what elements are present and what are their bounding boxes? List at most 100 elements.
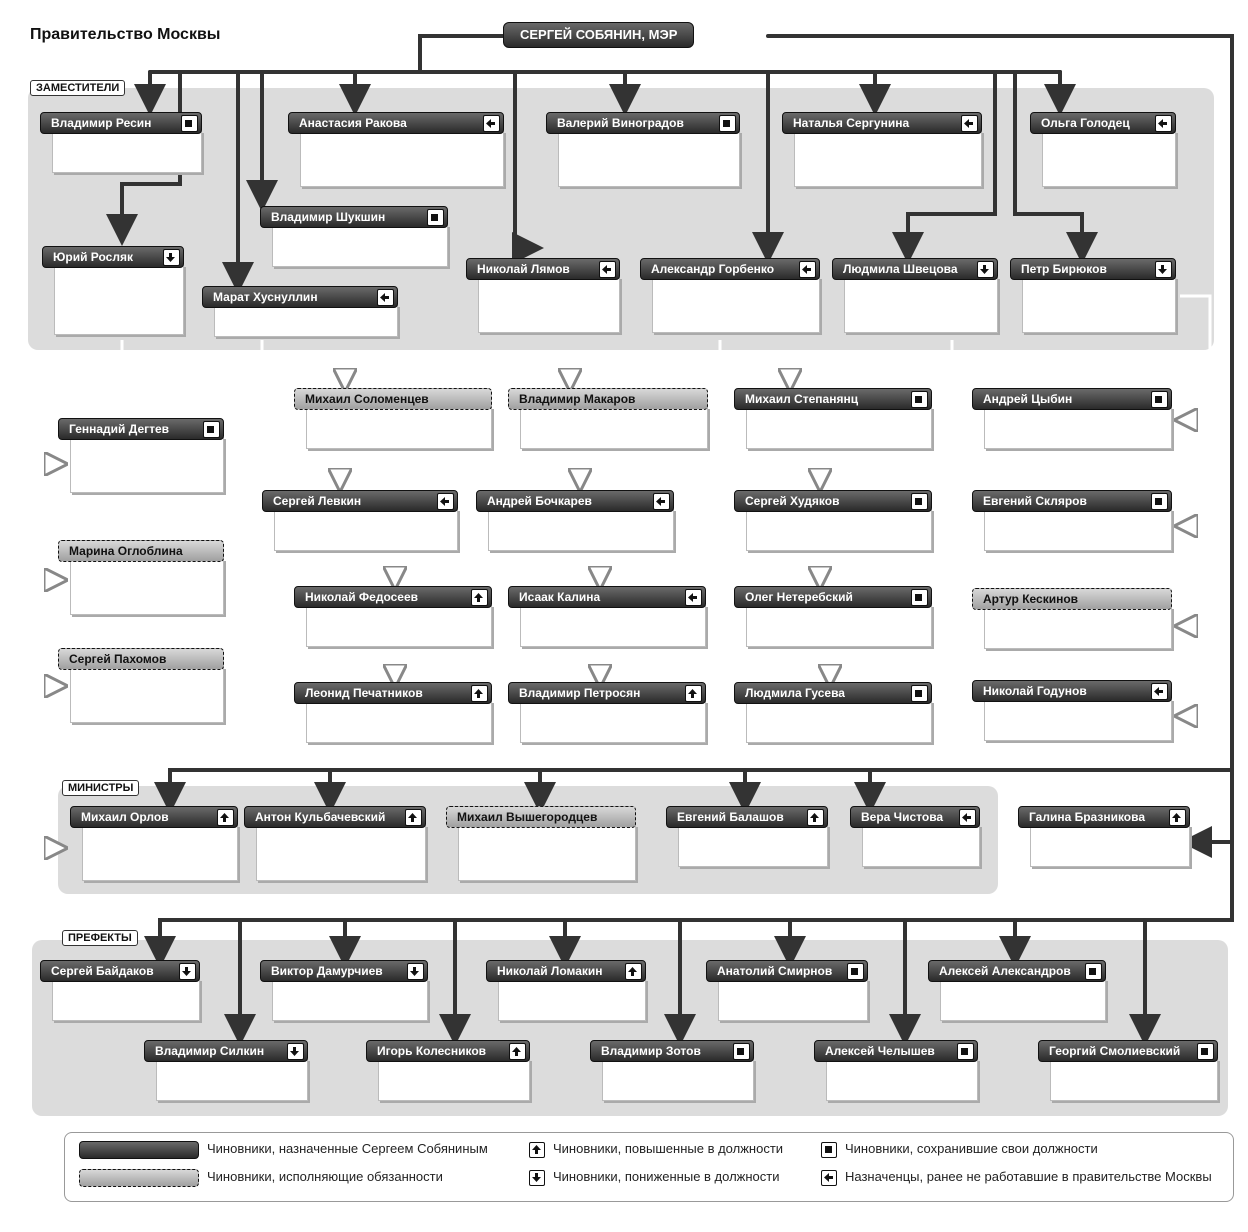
badge-new-icon — [653, 493, 670, 510]
role-description — [746, 605, 932, 647]
role-description — [746, 509, 932, 551]
person-ogloblina: Марина Оглоблина — [58, 540, 224, 615]
badge-up-icon — [217, 809, 234, 826]
badge-new-icon — [599, 261, 616, 278]
role-description — [1050, 1059, 1218, 1101]
person-name: Анастасия Ракова — [288, 112, 504, 134]
role-description — [1042, 131, 1176, 187]
person-guseva: Людмила Гусева — [734, 682, 932, 743]
person-name: Георгий Смолиевский — [1038, 1040, 1218, 1062]
mayor-name: СЕРГЕЙ СОБЯНИН, МЭР — [503, 22, 695, 48]
role-description — [984, 509, 1172, 551]
mayor-node: СЕРГЕЙ СОБЯНИН, МЭР — [503, 22, 695, 48]
person-rakova: Анастасия Ракова — [288, 112, 504, 187]
square-icon — [821, 1142, 837, 1158]
badge-up-icon — [405, 809, 422, 826]
arrow-left-icon — [821, 1170, 837, 1186]
role-description — [70, 559, 224, 615]
badge-up-icon — [807, 809, 824, 826]
person-name: Наталья Сергунина — [782, 112, 982, 134]
person-name: Марина Оглоблина — [58, 540, 224, 562]
person-levkin: Сергей Левкин — [262, 490, 458, 551]
role-description — [746, 701, 932, 743]
badge-kept-icon — [957, 1043, 974, 1060]
person-petrosyan: Владимир Петросян — [508, 682, 706, 743]
badge-down-icon — [179, 963, 196, 980]
badge-kept-icon — [911, 391, 928, 408]
person-degtev: Геннадий Дегтев — [58, 418, 224, 493]
role-description — [70, 667, 224, 723]
person-name: Исаак Калина — [508, 586, 706, 608]
person-silkin: Владимир Силкин — [144, 1040, 308, 1101]
badge-down-icon — [287, 1043, 304, 1060]
badge-kept-icon — [911, 685, 928, 702]
role-description — [602, 1059, 754, 1101]
person-vinogradov: Валерий Виноградов — [546, 112, 740, 187]
person-name: Алексей Александров — [928, 960, 1106, 982]
badge-kept-icon — [911, 493, 928, 510]
person-name: Николай Годунов — [972, 680, 1172, 702]
person-name: Владимир Шукшин — [260, 206, 448, 228]
legend-swatch-appointed — [79, 1141, 199, 1159]
role-description — [520, 701, 706, 743]
role-description — [156, 1059, 308, 1101]
person-biryukov: Петр Бирюков — [1010, 258, 1176, 333]
person-solomentsev: Михаил Соломенцев — [294, 388, 492, 449]
role-description — [746, 407, 932, 449]
role-description — [984, 407, 1172, 449]
role-description — [214, 305, 398, 337]
person-kalina: Исаак Калина — [508, 586, 706, 647]
person-name: Алексей Челышев — [814, 1040, 978, 1062]
person-khudyakov: Сергей Худяков — [734, 490, 932, 551]
section-label-prefects: ПРЕФЕКТЫ — [62, 930, 138, 946]
person-resin: Владимир Ресин — [40, 112, 202, 173]
person-name: Олег Нетеребский — [734, 586, 932, 608]
person-kolesnikov: Игорь Колесников — [366, 1040, 530, 1101]
person-vyshegorodtsev: Михаил Вышегородцев — [446, 806, 636, 881]
role-description — [940, 979, 1106, 1021]
person-pakhomov: Сергей Пахомов — [58, 648, 224, 723]
person-sklyarov: Евгений Скляров — [972, 490, 1172, 551]
role-description — [826, 1059, 978, 1101]
person-name: Николай Лямов — [466, 258, 620, 280]
person-keskinov: Артур Кескинов — [972, 588, 1172, 649]
legend-swatch-acting — [79, 1169, 199, 1187]
badge-up-icon — [625, 963, 642, 980]
person-stepanyants: Михаил Степанянц — [734, 388, 932, 449]
person-orlov: Михаил Орлов — [70, 806, 238, 881]
person-name: Александр Горбенко — [640, 258, 820, 280]
person-chelyshev: Алексей Челышев — [814, 1040, 978, 1101]
person-kulbachevsky: Антон Кульбачевский — [244, 806, 426, 881]
section-label-ministers: МИНИСТРЫ — [62, 780, 140, 796]
role-description — [272, 225, 448, 267]
badge-up-icon — [471, 685, 488, 702]
person-name: Владимир Зотов — [590, 1040, 754, 1062]
badge-kept-icon — [1197, 1043, 1214, 1060]
person-zotov: Владимир Зотов — [590, 1040, 754, 1101]
person-name: Геннадий Дегтев — [58, 418, 224, 440]
person-neterebsky: Олег Нетеребский — [734, 586, 932, 647]
legend-text-down: Чиновники, пониженные в должности — [553, 1169, 780, 1184]
badge-kept-icon — [203, 421, 220, 438]
person-name: Анатолий Смирнов — [706, 960, 868, 982]
person-bochkarev: Андрей Бочкарев — [476, 490, 674, 551]
badge-kept-icon — [847, 963, 864, 980]
badge-down-icon — [1155, 261, 1172, 278]
role-description — [520, 605, 706, 647]
legend: Чиновники, назначенные Сергеем Собяниным… — [64, 1132, 1234, 1202]
badge-new-icon — [961, 115, 978, 132]
person-name: Михаил Соломенцев — [294, 388, 492, 410]
role-description — [984, 699, 1172, 741]
person-name: Сергей Байдаков — [40, 960, 200, 982]
person-name: Михаил Орлов — [70, 806, 238, 828]
role-description — [306, 701, 492, 743]
person-name: Евгений Балашов — [666, 806, 828, 828]
badge-new-icon — [377, 289, 394, 306]
section-label-deputies: ЗАМЕСТИТЕЛИ — [30, 80, 126, 96]
page-title: Правительство Москвы — [30, 26, 221, 43]
badge-kept-icon — [1085, 963, 1102, 980]
person-roslyak: Юрий Росляк — [42, 246, 184, 335]
badge-new-icon — [1155, 115, 1172, 132]
role-description — [52, 131, 202, 173]
